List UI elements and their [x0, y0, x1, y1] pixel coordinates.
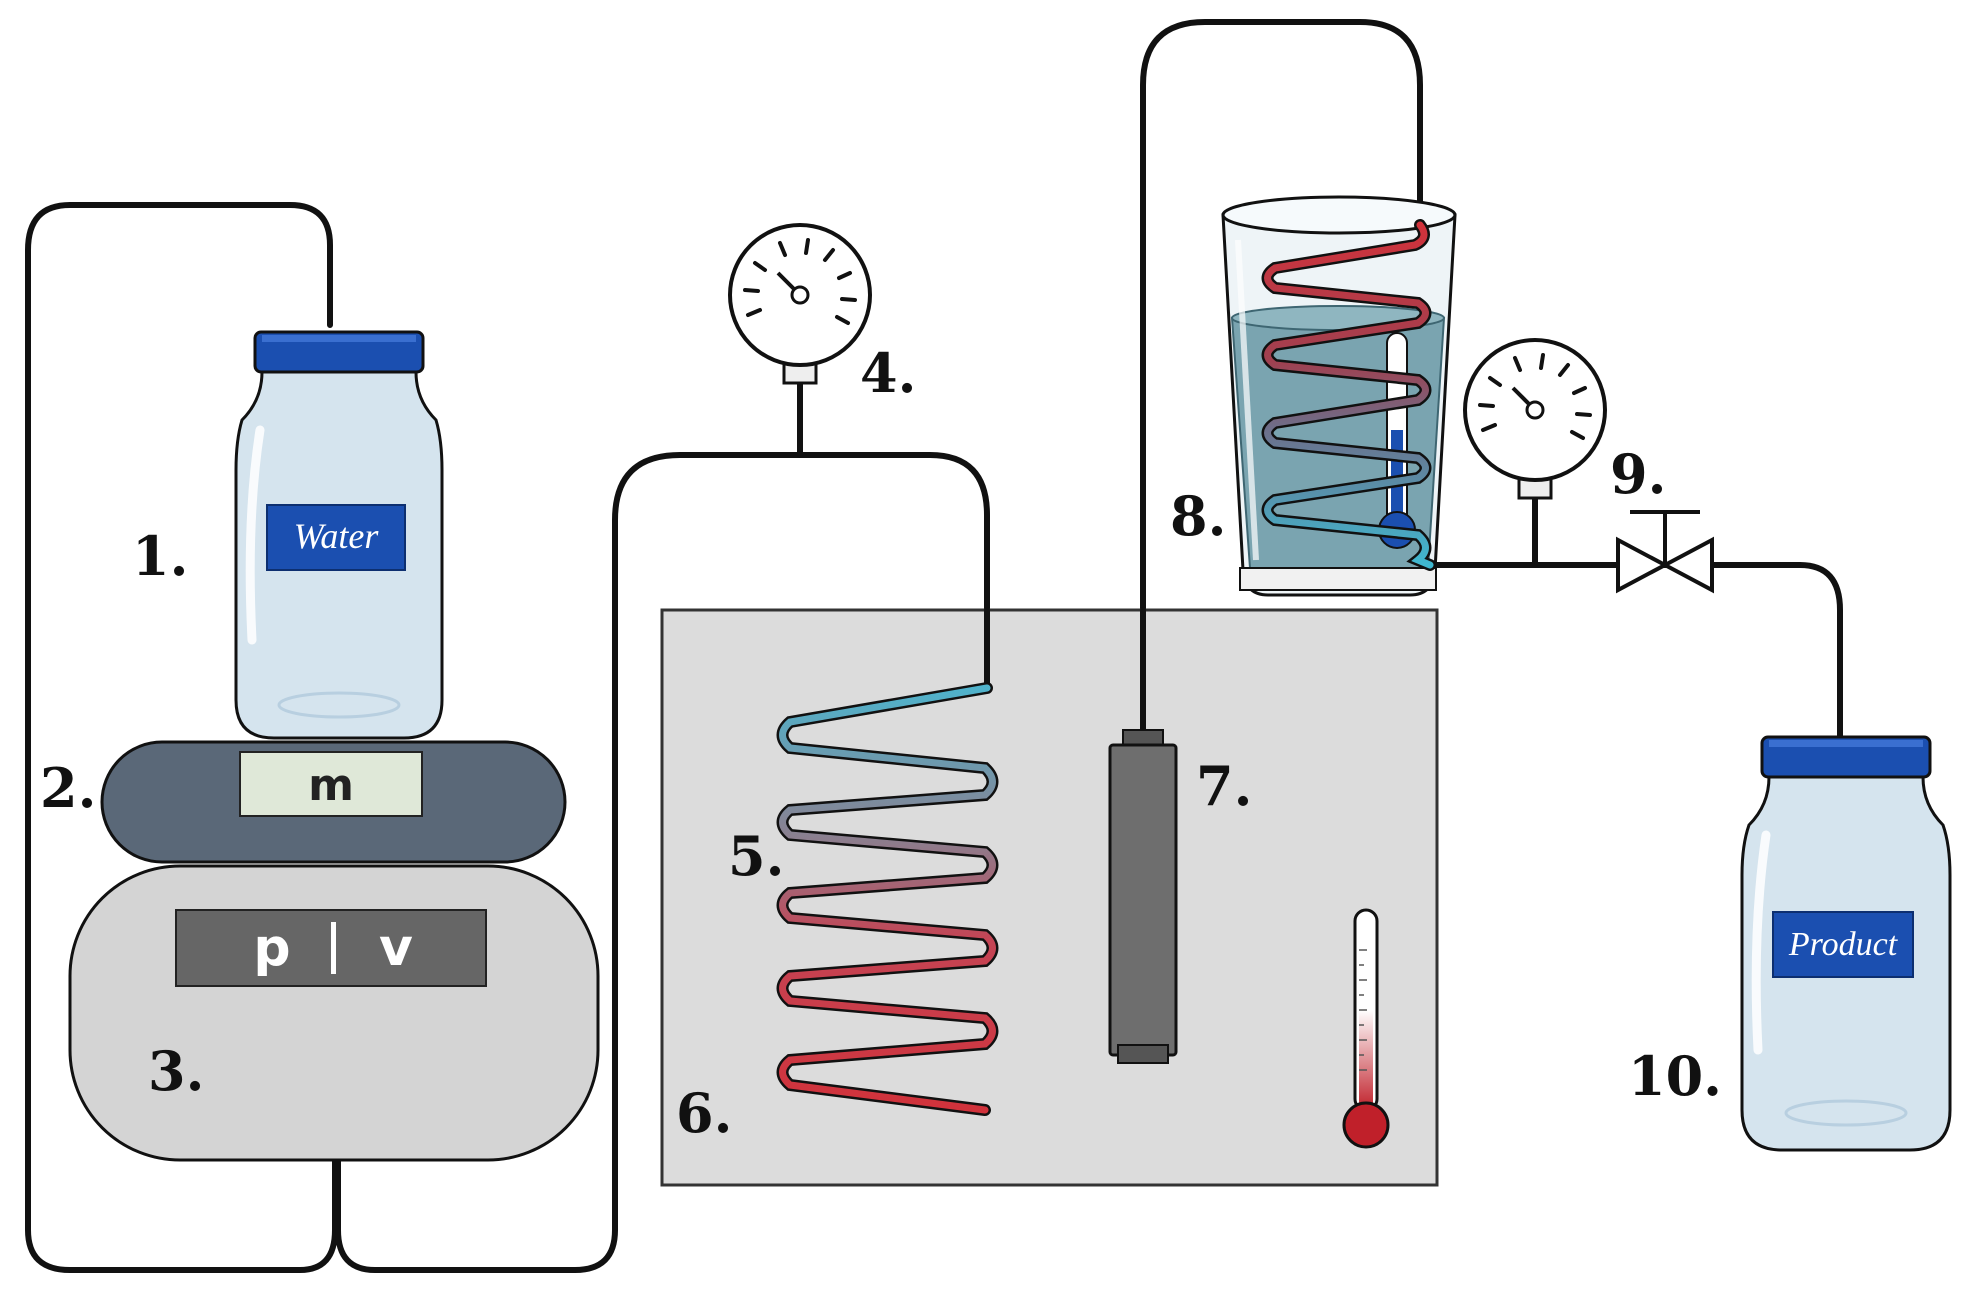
pump: p v — [68, 864, 600, 1162]
water-jar: Water — [234, 330, 444, 740]
label-7: 7. — [1196, 754, 1252, 818]
thermometer-icon — [1342, 908, 1390, 1149]
water-jar-label: Water — [294, 516, 380, 556]
pressure-gauge-icon — [728, 223, 872, 385]
label-2: 2. — [40, 756, 96, 820]
product-jar-label: Product — [1788, 926, 1899, 963]
pump-display-v: v — [379, 918, 413, 978]
label-10: 10. — [1628, 1044, 1722, 1108]
pressure-gauge-2-icon — [1463, 338, 1607, 500]
cooling-coil-tube — [1264, 221, 1434, 569]
label-1: 1. — [132, 524, 188, 588]
label-4: 4. — [860, 341, 916, 405]
coil-reactor-tube — [779, 684, 996, 1114]
product-jar: Product — [1740, 735, 1952, 1152]
pipe-column-to-bath — [1140, 19, 1423, 733]
label-5: 5. — [728, 824, 784, 888]
packed-column — [1108, 729, 1178, 1064]
pump-display-divider — [331, 922, 336, 974]
pipe-bath-to-product — [1427, 562, 1843, 748]
packed-column-body — [1108, 743, 1178, 1057]
water-jar-label-badge — [266, 504, 406, 571]
balance: m — [100, 740, 567, 864]
pump-display-p: p — [253, 918, 290, 978]
pipe-water-to-pump — [25, 202, 338, 1273]
balance-display-text: m — [308, 760, 354, 811]
pipe-pump-to-coil — [335, 452, 990, 1273]
balance-display — [239, 751, 423, 817]
oven — [660, 608, 1439, 1187]
valve-icon — [1616, 510, 1714, 594]
label-8: 8. — [1170, 484, 1226, 548]
label-9: 9. — [1610, 442, 1666, 506]
label-6: 6. — [676, 1081, 732, 1145]
label-3: 3. — [148, 1039, 204, 1103]
product-jar-label-badge — [1772, 911, 1914, 978]
